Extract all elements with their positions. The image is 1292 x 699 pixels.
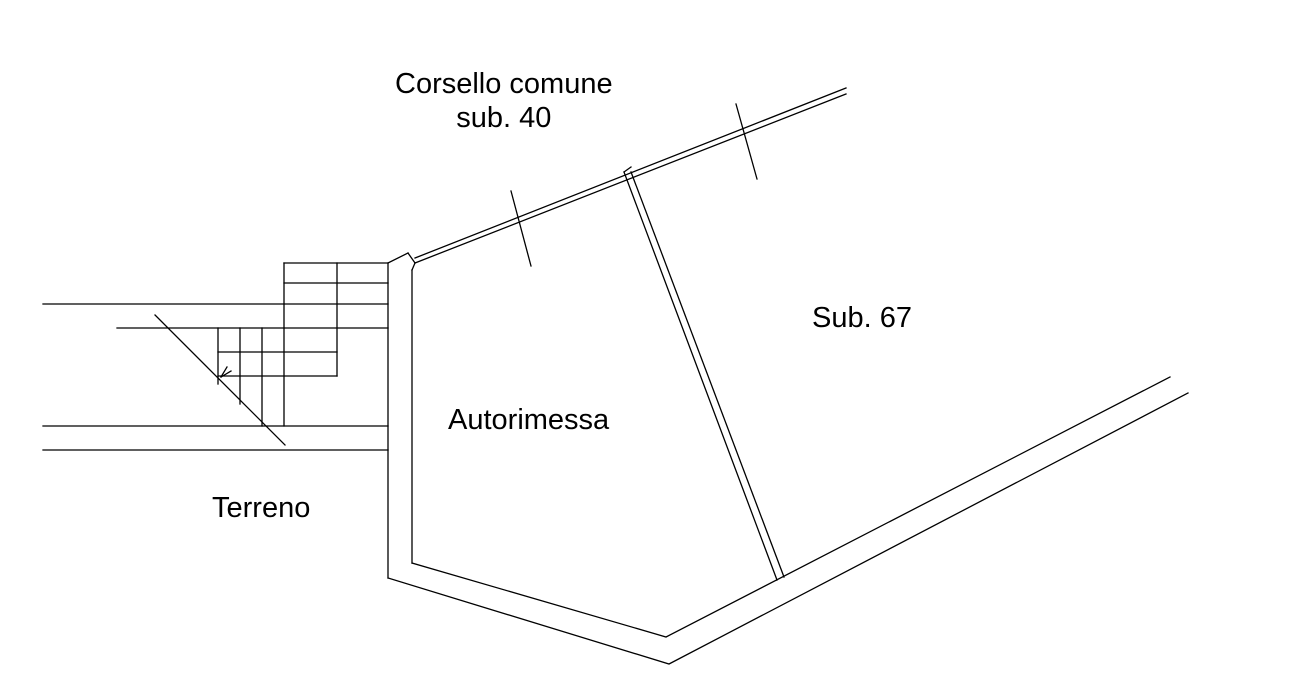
partition-wall xyxy=(623,166,785,581)
staircase xyxy=(217,262,389,427)
stair-direction-arrow xyxy=(154,314,286,446)
autorimessa-label: Autorimessa xyxy=(448,404,610,436)
corsello-label-line2: sub. 40 xyxy=(456,102,552,134)
top-wall xyxy=(414,87,847,267)
floor-walls xyxy=(387,376,1189,665)
corsello-comune-label: Corsello comune sub. 40 xyxy=(395,67,613,135)
sub67-label: Sub. 67 xyxy=(812,302,912,334)
corsello-label-line1: Corsello comune xyxy=(395,68,613,100)
terreno-label: Terreno xyxy=(212,492,311,524)
retaining-wall xyxy=(387,252,416,579)
terrain-lines xyxy=(42,303,389,451)
